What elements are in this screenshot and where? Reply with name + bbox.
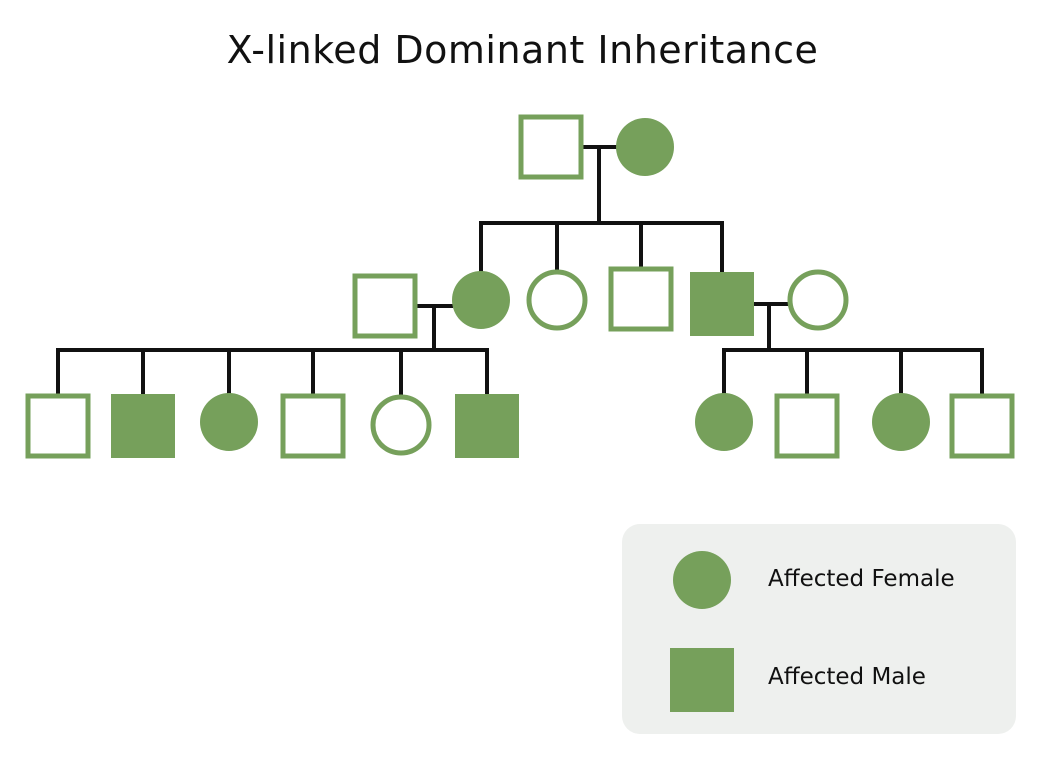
- unaffected-male-square-g2-son-1: [608, 266, 674, 332]
- affected-female-circle-g2-daughter-1: [452, 271, 510, 329]
- unaffected-male-square-g1-father: [518, 114, 584, 180]
- affected-female-circle-g3b-daughter-2: [872, 393, 930, 451]
- legend-label-affected-female: Affected Female: [768, 566, 955, 592]
- legend-label-affected-male: Affected Male: [768, 664, 926, 690]
- affected-female-symbol: [673, 551, 731, 609]
- diagram-title: X-linked Dominant Inheritance: [226, 28, 819, 72]
- legend-item-affected-female: Affected Female: [622, 546, 1016, 616]
- affected-male-square-g3a-son-2: [111, 394, 175, 458]
- unaffected-male-square-g3b-son-1: [774, 393, 840, 459]
- affected-male-square-g3a-son-4: [455, 394, 519, 458]
- unaffected-male-square-g3a-son-3: [280, 393, 346, 459]
- affected-male-square: [670, 648, 734, 712]
- unaffected-female-circle-g2-daughter-2: [526, 269, 588, 331]
- legend-panel: Affected Female Affected Male: [622, 524, 1016, 734]
- legend-item-affected-male: Affected Male: [622, 644, 1016, 714]
- unaffected-female-circle-g2-son-2-spouse: [787, 269, 849, 331]
- unaffected-female-circle-g3a-daughter-2: [370, 394, 432, 456]
- affected-female-circle-g3a-daughter-1: [200, 393, 258, 451]
- affected-female-circle-g1-mother: [616, 118, 674, 176]
- affected-female-circle-g3b-daughter-1: [695, 393, 753, 451]
- affected-male-square-g2-son-2: [690, 272, 754, 336]
- affected-female-circle: [673, 551, 731, 609]
- unaffected-male-square-g3a-son-1: [25, 393, 91, 459]
- unaffected-male-square-g2-daughter-1-spouse: [352, 273, 418, 339]
- affected-male-symbol: [670, 648, 734, 712]
- unaffected-male-square-g3b-son-2: [949, 393, 1015, 459]
